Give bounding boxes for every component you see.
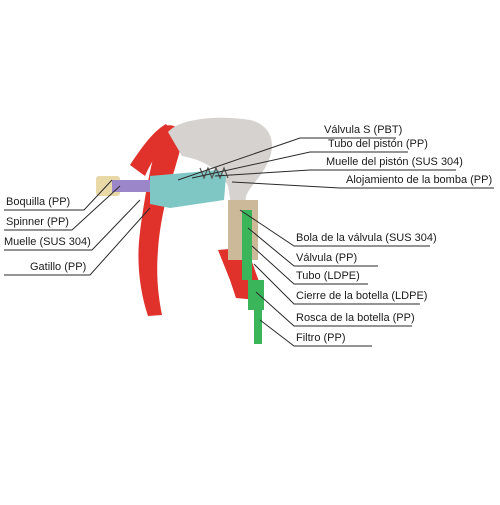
leader-tubo-piston bbox=[191, 151, 408, 179]
label-filtro: Filtro (PP) bbox=[296, 332, 346, 344]
label-spinner: Spinner (PP) bbox=[6, 216, 69, 228]
label-valvula: Válvula (PP) bbox=[296, 252, 358, 264]
trigger-shape bbox=[138, 125, 183, 316]
leader-cierre-botella bbox=[253, 263, 420, 305]
label-boquilla: Boquilla (PP) bbox=[6, 196, 71, 208]
label-valvula-s: Válvula S (PBT) bbox=[324, 124, 403, 136]
pump-housing-shape bbox=[168, 117, 272, 210]
leader-tubo bbox=[251, 245, 368, 285]
label-gatillo: Gatillo (PP) bbox=[30, 261, 87, 273]
spinner-shape bbox=[112, 180, 152, 192]
leader-spinner bbox=[4, 185, 121, 231]
leader-rosca-botella bbox=[255, 291, 412, 327]
label-muelle: Muelle (SUS 304) bbox=[4, 236, 91, 248]
green-tube-shape bbox=[242, 210, 252, 280]
leader-muelle-piston bbox=[214, 169, 456, 177]
leader-valvula-s bbox=[177, 137, 396, 181]
trigger-upper bbox=[130, 124, 172, 176]
piston-tube-shape bbox=[150, 170, 226, 208]
label-rosca-botella: Rosca de la botella (PP) bbox=[296, 312, 415, 324]
leader-valvula bbox=[247, 227, 378, 267]
label-tubo: Tubo (LDPE) bbox=[296, 270, 360, 282]
leader-boquilla bbox=[4, 179, 113, 211]
leader-bola-valvula bbox=[239, 209, 430, 247]
label-muelle-piston: Muelle del pistón (SUS 304) bbox=[326, 156, 463, 168]
label-cierre-botella: Cierre de la botella (LDPE) bbox=[296, 290, 428, 302]
label-bola-valvula: Bola de la válvula (SUS 304) bbox=[296, 232, 437, 244]
filter-shape bbox=[254, 300, 262, 344]
leader-muelle bbox=[4, 199, 141, 251]
leader-filtro bbox=[259, 319, 372, 347]
label-tubo-piston: Tubo del pistón (PP) bbox=[328, 138, 428, 150]
leader-gatillo bbox=[4, 207, 151, 276]
leader-lines bbox=[4, 137, 494, 347]
label-alojamiento: Alojamiento de la bomba (PP) bbox=[346, 174, 493, 186]
leader-alojamiento bbox=[231, 181, 494, 189]
